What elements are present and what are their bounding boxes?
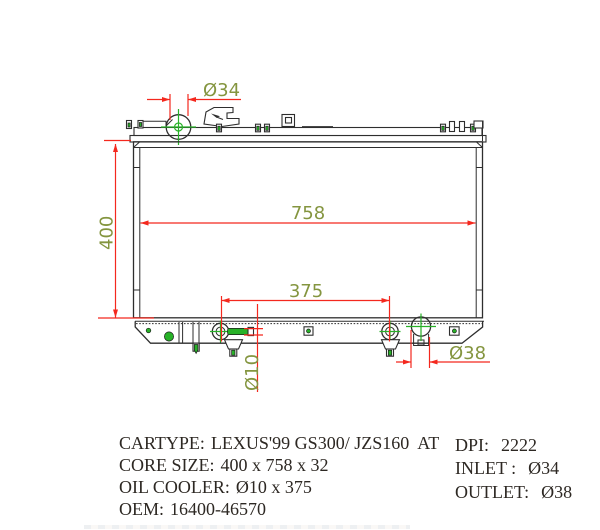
dim-oil-cooler-span: 375 — [220, 281, 391, 342]
spec-row-dpi: DPI: 2222 — [419, 410, 572, 455]
cutoff-text-ghost — [84, 525, 410, 529]
spec-label: OEM: — [119, 499, 164, 519]
dim-inlet-diameter: Ø34 — [147, 80, 241, 120]
spec-value: Ø10 x 375 — [235, 477, 312, 497]
spec-label: DPI: — [455, 434, 490, 455]
spec-label: OIL COOLER: — [119, 477, 230, 497]
spec-value: 400 x 758 x 32 — [220, 455, 329, 475]
dim-core-height: 400 — [97, 139, 154, 319]
spec-block: CARTYPE:LEXUS'99 GS300/ JZS160 AT CORE S… — [0, 406, 600, 526]
spec-label: CARTYPE: — [119, 433, 205, 453]
outlet-neck — [406, 313, 436, 346]
spec-value: Ø34 — [528, 458, 560, 478]
dim-oil-cooler-diameter: Ø10 — [242, 304, 263, 392]
spec-row-oem: OEM: 16400-46570 — [83, 476, 439, 519]
spec-value: 16400-46570 — [170, 499, 266, 519]
oil-cooler-pipe — [227, 328, 249, 335]
spec-row-inlet: INLET : Ø34 — [419, 434, 572, 478]
radiator-bottom-view — [134, 313, 484, 357]
radiator-diagram: Ø34 758 400 375 — [97, 80, 490, 392]
dim-label-inlet: Ø34 — [203, 80, 240, 101]
spec-row-core-size: CORE SIZE:400 x 758 x 32 — [83, 432, 439, 475]
top-studs — [215, 120, 477, 133]
dim-label-pipe: Ø10 — [242, 354, 263, 391]
dim-label-width: 758 — [291, 203, 325, 224]
inlet-neck — [161, 109, 196, 145]
spec-row-outlet: OUTLET: Ø38 — [419, 457, 572, 502]
spec-value: LEXUS'99 GS300/ JZS160 AT — [210, 433, 440, 453]
spec-label: INLET : — [455, 458, 517, 478]
dim-core-width: 758 — [140, 203, 476, 226]
spec-value: Ø38 — [541, 481, 573, 502]
spec-label: OUTLET: — [455, 481, 530, 502]
spec-col-left: CARTYPE:LEXUS'99 GS300/ JZS160 AT CORE S… — [83, 410, 439, 519]
dim-outlet-diameter: Ø38 — [396, 330, 490, 368]
spec-col-right: DPI: 2222 INLET : Ø34 OUTLET: Ø38 — [419, 410, 572, 502]
spec-row-cartype: CARTYPE:LEXUS'99 GS300/ JZS160 AT — [83, 410, 439, 453]
drain-plug — [164, 331, 174, 342]
radiator-front-view — [132, 141, 484, 319]
spec-row-oil-cooler: OIL COOLER:Ø10 x 375 — [83, 454, 439, 497]
dimension-annotations: Ø34 758 400 375 — [97, 80, 490, 392]
cap-bracket — [203, 106, 240, 128]
clip-marker — [145, 327, 152, 334]
end-cap — [473, 120, 484, 129]
dim-label-outlet: Ø38 — [449, 343, 486, 364]
dim-label-span: 375 — [289, 281, 323, 302]
oil-cooler-fitting-left — [210, 320, 255, 357]
spec-value: 2222 — [501, 434, 538, 455]
dim-label-height: 400 — [97, 216, 118, 250]
radiator-top-view — [125, 106, 487, 145]
spec-label: CORE SIZE: — [119, 455, 215, 475]
